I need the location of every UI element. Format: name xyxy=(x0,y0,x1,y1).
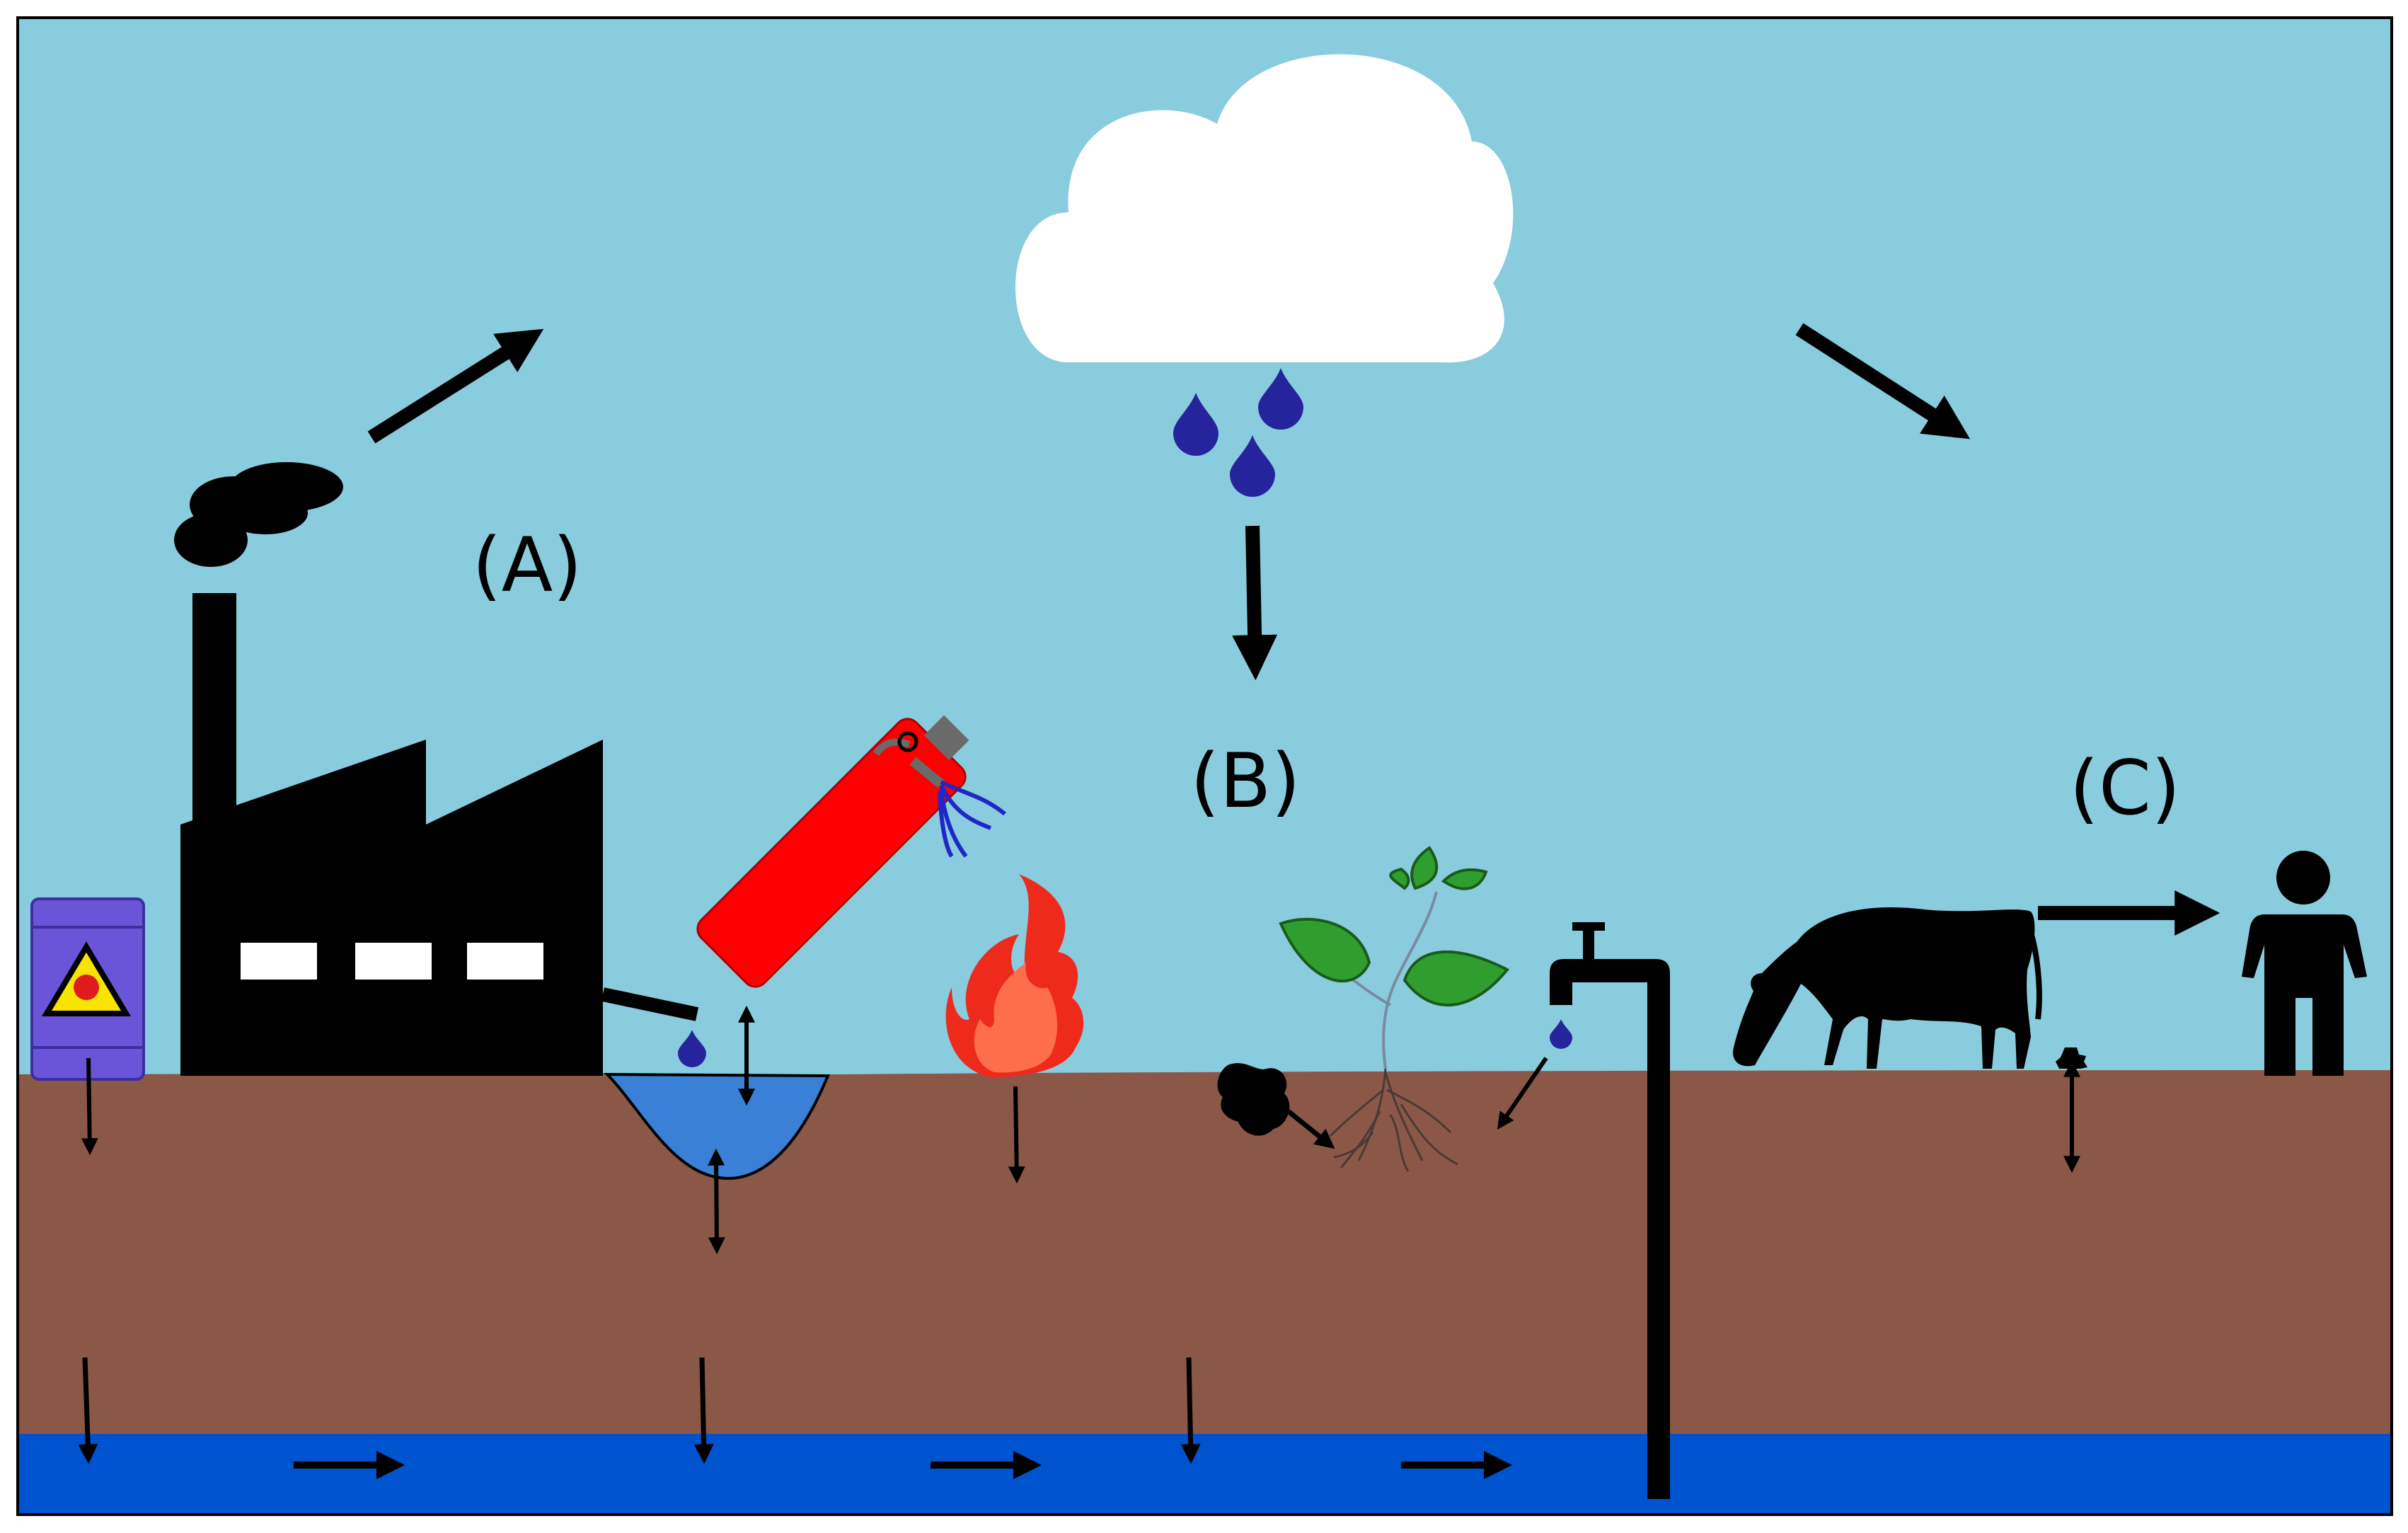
arrow-leach-3 xyxy=(1180,1357,1201,1464)
arrow-leach-1 xyxy=(78,1357,98,1464)
arrow-cloud-to-right xyxy=(1795,323,1971,440)
water-droplet xyxy=(678,1030,706,1067)
arrows xyxy=(78,323,2220,1479)
pollutant-blob-icon xyxy=(1217,1063,1290,1136)
fire-extinguisher-icon xyxy=(696,715,1006,988)
water-tap-icon xyxy=(1550,922,1670,1499)
arrow-pond-soil-exchange xyxy=(708,1148,725,1255)
soil-layer xyxy=(19,1070,2390,1437)
arrow-pollutant-to-root xyxy=(1277,1102,1335,1149)
rain-cloud-icon xyxy=(1015,54,1514,363)
label-b: (B) xyxy=(1190,737,1300,825)
raindrops xyxy=(1173,368,1303,497)
fire-icon xyxy=(945,874,1084,1077)
plant-icon xyxy=(1279,846,1510,1172)
arrow-rain-down xyxy=(1232,525,1278,681)
person-icon xyxy=(2242,851,2367,1076)
hazard-barrel-icon xyxy=(30,897,145,1081)
label-c: (C) xyxy=(2070,745,2181,832)
arrow-barrel-down xyxy=(81,1057,98,1156)
factory-icon xyxy=(180,593,699,1076)
arrow-leach-2 xyxy=(693,1357,714,1464)
label-a: (A) xyxy=(472,522,582,609)
groundwater-layer xyxy=(19,1434,2390,1513)
tap-droplet xyxy=(1550,1019,1572,1049)
arrow-fire-down xyxy=(1008,1086,1025,1184)
cow-icon xyxy=(1733,907,2042,1069)
plant-roots xyxy=(1329,1068,1458,1172)
arrow-tap-to-root xyxy=(1497,1057,1548,1130)
arrow-factory-to-cloud xyxy=(367,328,544,444)
smoke-icon xyxy=(174,462,343,567)
